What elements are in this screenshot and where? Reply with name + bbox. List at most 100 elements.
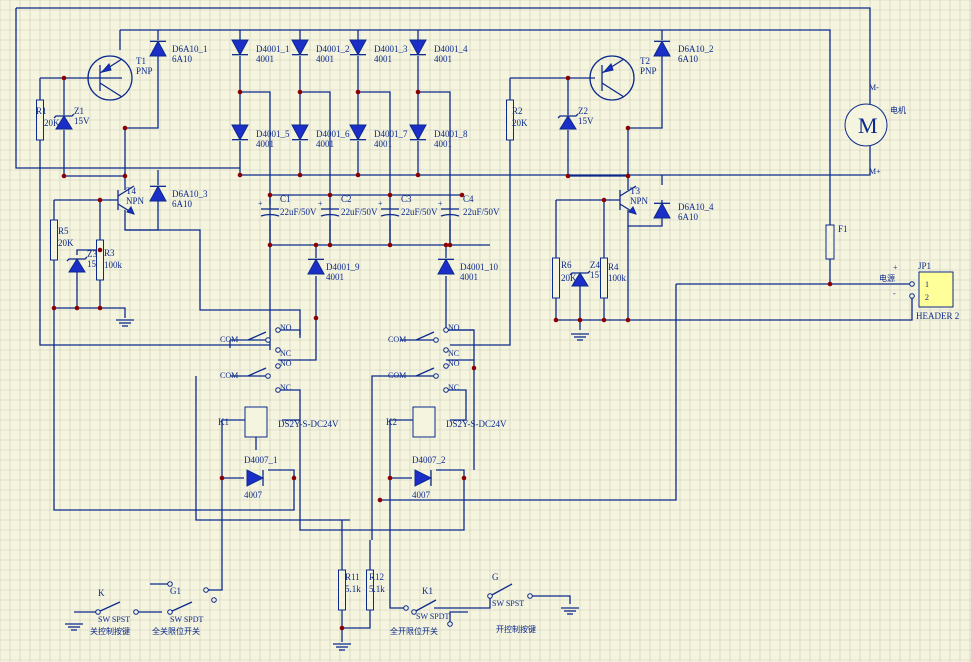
junction-dot (61, 173, 67, 179)
wire (434, 596, 491, 609)
wire (446, 329, 475, 470)
switch-pin (411, 609, 417, 615)
transistor-ref: T1 (136, 56, 146, 66)
transistor-ref: T3 (630, 186, 640, 196)
junction-dot (122, 125, 128, 131)
wire (567, 130, 628, 177)
wire (300, 276, 317, 361)
diode-value: 4001 (434, 139, 452, 149)
junction-dot (553, 317, 559, 323)
relay-pin-nc: NC (448, 383, 459, 392)
junction-dot (237, 172, 243, 178)
resistor-ref: R1 (36, 106, 47, 116)
contact-pin (909, 293, 915, 299)
diode-body (231, 39, 249, 56)
switch-type: SW SPDT (170, 615, 204, 624)
resistor-body (338, 569, 346, 611)
resistor-body (552, 257, 560, 299)
connector-ref: JP1 (918, 261, 931, 271)
wire (63, 130, 125, 177)
relay-coil (244, 406, 268, 438)
wire (446, 389, 467, 421)
resistor-body (96, 239, 104, 281)
junction-dot (97, 305, 103, 311)
junctions (51, 75, 833, 631)
relay-part: DS2Y-S-DC24V (278, 419, 339, 429)
transistor-ref: T4 (126, 186, 136, 196)
junction-dot (313, 242, 319, 248)
components: T1PNPT2PNPT4NPNT3NPND6A10_16A10D6A10_26A… (36, 39, 959, 651)
diode-ref: D4001_1 (256, 44, 290, 54)
diode-ref: D6A10_1 (172, 44, 208, 54)
wire (299, 420, 465, 531)
transistor-arrow (100, 63, 112, 73)
diode-ref: D4001_5 (256, 129, 290, 139)
diode-body (437, 258, 455, 275)
diode-ref: D4001_2 (316, 44, 350, 54)
relay-pin-no: NO (448, 323, 460, 332)
junction-dot (339, 625, 345, 631)
junction-dot (387, 475, 393, 481)
relay-pin-nc: NC (448, 349, 459, 358)
zener-bar (557, 113, 579, 119)
wire (700, 296, 913, 321)
contact-pin (133, 609, 139, 615)
wire (99, 280, 126, 318)
diode-value: 6A10 (172, 54, 192, 64)
diode-ref: D4001_4 (434, 44, 468, 54)
contact-pin (433, 373, 439, 379)
resistor-value: 100k (608, 273, 627, 283)
junction-dot (313, 315, 319, 321)
connector-minus: - (893, 289, 896, 298)
diode-value: 4001 (326, 272, 344, 282)
diode-body (149, 185, 167, 202)
contact-pin (433, 337, 439, 343)
diode-ref: D4001_8 (434, 129, 468, 139)
junction-dot (625, 173, 631, 179)
resistor-ref: R5 (58, 226, 69, 236)
junction-dot (625, 125, 631, 131)
capacitor-ref: C2 (341, 194, 352, 204)
switch-pin (167, 609, 173, 615)
zener-body (68, 258, 86, 273)
relay-pin-no: NO (280, 323, 292, 332)
relay-contact-arm (415, 331, 435, 341)
ground-symbol (561, 607, 579, 615)
relay-ref: K1 (218, 417, 229, 427)
junction-dot (601, 197, 607, 203)
switch-blade (413, 599, 437, 613)
diode-value: 4001 (316, 54, 334, 64)
diode-value: 4007 (244, 490, 263, 500)
junction-dot (219, 475, 225, 481)
junction-dot (377, 497, 383, 503)
junction-dot (237, 89, 243, 95)
relay-part: DS2Y-S-DC24V (446, 419, 507, 429)
zener-bar (569, 270, 591, 276)
diode-ref: D4001_3 (374, 44, 408, 54)
wire (358, 91, 391, 245)
relay-pin-com: COM (220, 335, 238, 344)
resistor-ref: R12 (369, 572, 384, 582)
relay-pin-nc: NC (280, 383, 291, 392)
resistor-ref: R3 (104, 248, 115, 258)
transistor-type: NPN (126, 196, 145, 206)
zener-value: 15V (578, 116, 594, 126)
switch-ref: G (492, 572, 499, 582)
wire (15, 8, 240, 169)
transistor-envelope (589, 55, 635, 101)
transistor-type: PNP (136, 66, 153, 76)
connector-part: HEADER 2 (916, 311, 959, 321)
